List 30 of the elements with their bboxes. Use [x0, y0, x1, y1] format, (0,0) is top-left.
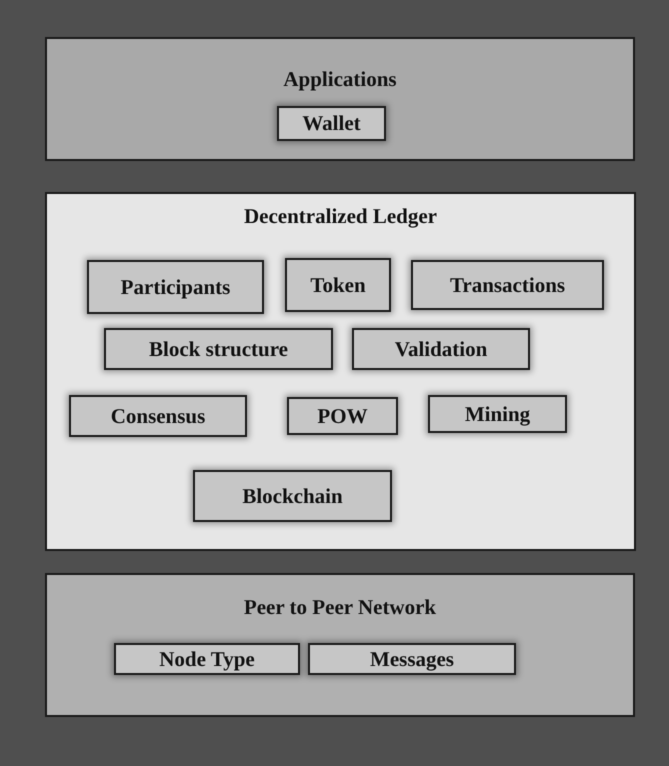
layer-panel [45, 192, 636, 551]
component-label: Mining [464, 402, 530, 426]
component-label: Messages [370, 646, 454, 672]
component-label: Blockchain [242, 484, 343, 508]
component-box [352, 328, 530, 370]
component-label: Transactions [450, 272, 566, 298]
component-label: Participants [120, 274, 230, 300]
component-label: Node Type [159, 646, 255, 672]
component-label: Block structure [148, 336, 288, 362]
component-label: Consensus [110, 404, 206, 428]
component-box [104, 328, 333, 370]
component-label: POW [317, 404, 368, 428]
component-box [308, 643, 516, 675]
layer-panel [45, 37, 635, 161]
component-box [114, 643, 300, 675]
component-label: Token [310, 272, 366, 298]
layer-title: Applications [282, 67, 398, 92]
component-box [277, 106, 386, 141]
component-box [193, 470, 392, 522]
layer-title: Decentralized Ledger [242, 204, 438, 229]
layer-title: Peer to Peer Network [242, 595, 438, 620]
component-box [411, 260, 604, 310]
layer-panel [45, 573, 635, 717]
component-label: Validation [394, 336, 488, 362]
component-box [287, 397, 398, 435]
component-box [69, 395, 247, 437]
component-box [428, 395, 567, 433]
component-box [87, 260, 264, 314]
component-box [285, 258, 391, 312]
component-label: Wallet [302, 111, 361, 136]
